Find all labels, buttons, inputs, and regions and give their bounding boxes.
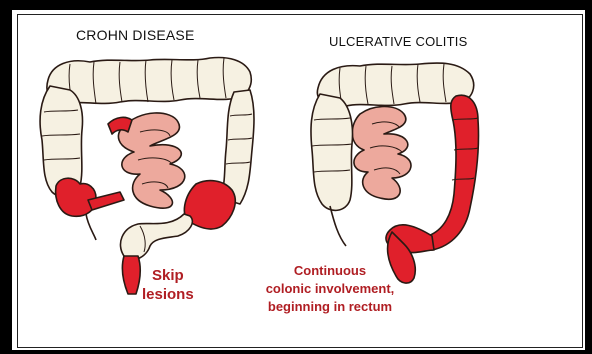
uc-caption-line-1: Continuous bbox=[260, 262, 400, 280]
crohn-caption-line-1: Skip bbox=[142, 266, 194, 285]
crohn-sigmoid bbox=[120, 214, 192, 260]
crohn-cecum-lesion bbox=[56, 178, 96, 216]
uc-small-bowel bbox=[352, 107, 411, 200]
crohn-caption-line-2: lesions bbox=[142, 285, 194, 304]
crohn-rectum-lesion bbox=[122, 256, 140, 294]
uc-caption-line-3: beginning in rectum bbox=[260, 298, 400, 316]
uc-colon bbox=[311, 63, 479, 283]
uc-caption-line-2: colonic involvement, bbox=[260, 280, 400, 298]
uc-ascending-colon bbox=[311, 94, 353, 210]
crohn-colon bbox=[40, 58, 254, 294]
crohn-caption: Skip lesions bbox=[142, 266, 194, 304]
uc-caption: Continuous colonic involvement, beginnin… bbox=[260, 262, 400, 316]
